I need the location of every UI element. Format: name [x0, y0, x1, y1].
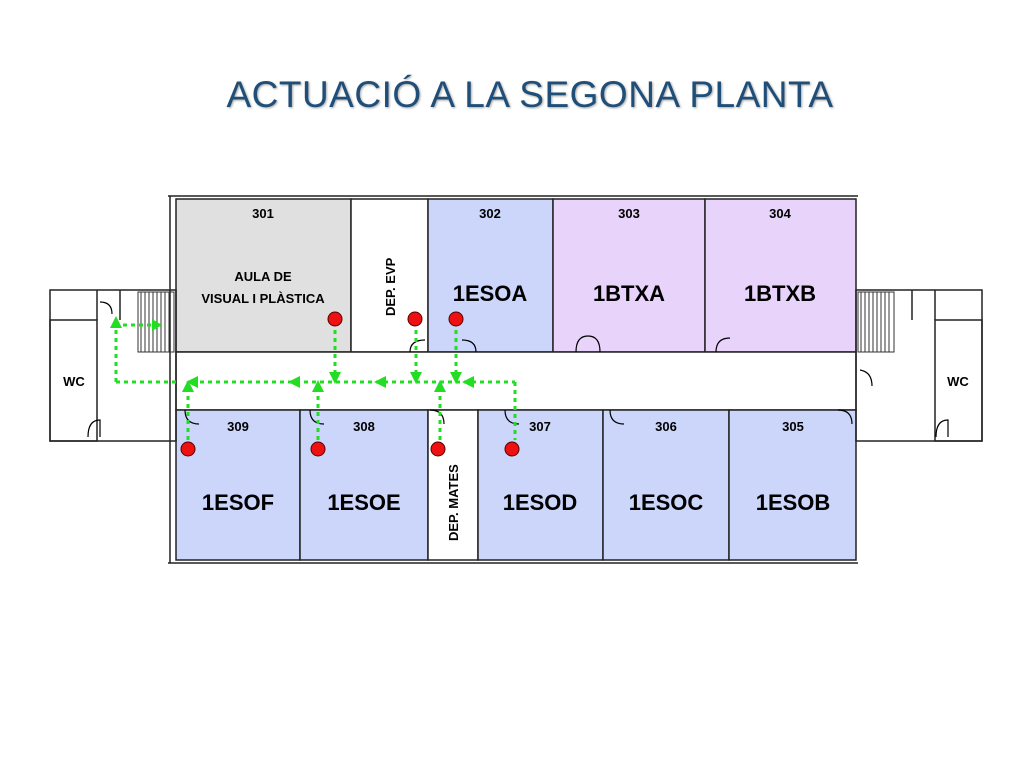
room-dep-evp	[350, 198, 429, 353]
room-306	[602, 409, 730, 561]
right-stairs	[857, 291, 895, 353]
room-303	[552, 198, 706, 353]
door-icon	[935, 419, 949, 438]
room-302-number: 302	[479, 206, 501, 221]
room-301-number: 301	[252, 206, 274, 221]
room-307-number: 307	[529, 419, 551, 434]
red-dot-icon	[180, 311, 520, 457]
door-icon	[837, 409, 853, 425]
page-title: ACTUACIÓ A LA SEGONA PLANTA	[226, 74, 834, 115]
room-308	[299, 409, 429, 561]
door-icon	[715, 337, 731, 353]
room-304	[704, 198, 857, 353]
room-301-label-line2: VISUAL I PLÀSTICA	[201, 291, 325, 306]
dep-mates-label: DEP. MATES	[446, 464, 461, 541]
door-icon	[859, 369, 873, 387]
door-icon	[575, 335, 601, 353]
door-icon	[504, 409, 520, 425]
door-icon	[99, 301, 113, 315]
room-301-label-line1: AULA DE	[234, 269, 292, 284]
room-309-number: 309	[227, 419, 249, 434]
room-302	[427, 198, 554, 353]
door-icon	[87, 419, 101, 438]
room-306-label: 1ESOC	[629, 490, 704, 515]
wc-right-label: WC	[947, 374, 969, 389]
room-307	[477, 409, 604, 561]
room-301	[175, 198, 352, 353]
room-304-label: 1BTXB	[744, 281, 816, 306]
room-303-label: 1BTXA	[593, 281, 665, 306]
left-wing	[49, 289, 177, 442]
room-dep-mates	[427, 409, 479, 561]
room-308-label: 1ESOE	[327, 490, 400, 515]
room-304-number: 304	[769, 206, 791, 221]
dep-evp-label: DEP. EVP	[383, 257, 398, 316]
room-308-number: 308	[353, 419, 375, 434]
wc-left-label: WC	[63, 374, 85, 389]
door-icon	[409, 339, 426, 353]
room-305-label: 1ESOB	[756, 490, 831, 515]
room-309-label: 1ESOF	[202, 490, 274, 515]
room-307-label: 1ESOD	[503, 490, 578, 515]
room-305-number: 305	[782, 419, 804, 434]
room-303-number: 303	[618, 206, 640, 221]
room-302-label: 1ESOA	[453, 281, 528, 306]
door-icon	[309, 409, 325, 425]
room-309	[175, 409, 301, 561]
room-305	[728, 409, 857, 561]
dashed-arrow-icon	[110, 316, 474, 392]
room-306-number: 306	[655, 419, 677, 434]
right-wing	[855, 289, 983, 442]
door-icon	[461, 339, 477, 353]
door-icon	[609, 409, 625, 425]
